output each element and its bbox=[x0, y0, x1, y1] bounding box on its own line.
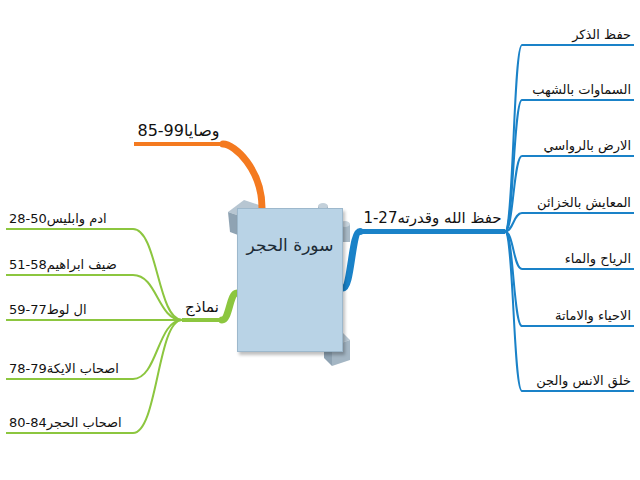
sub-branch bbox=[133, 320, 182, 433]
label-text: الاحياء والاماتة bbox=[525, 308, 631, 323]
sub-branch bbox=[133, 275, 182, 320]
branch-label: 1-27حفظ الله وقدرته bbox=[360, 209, 505, 234]
topic-label: حفظ الذكر bbox=[522, 27, 634, 46]
topic-label: الرياح والماء bbox=[522, 251, 634, 270]
label-text: 51-58ضيف ابراهيم bbox=[9, 257, 130, 272]
sub-branch bbox=[505, 100, 522, 232]
topic-label: 78-79اصحاب الايكة bbox=[6, 361, 133, 380]
topic-label: الاحياء والاماتة bbox=[522, 308, 634, 327]
sub-branch bbox=[133, 320, 182, 379]
label-text: الارض بالرواسي bbox=[525, 138, 631, 153]
label-text: حفظ الذكر bbox=[525, 27, 631, 42]
label-text: 85-99وصايا bbox=[137, 121, 220, 140]
topic-label: 28-50ادم وابليس bbox=[6, 211, 133, 230]
topic-label: السماوات بالشهب bbox=[522, 82, 634, 101]
label-text: الرياح والماء bbox=[525, 251, 631, 266]
branch-label: 85-99وصايا bbox=[134, 121, 223, 146]
branch-label: نماذج bbox=[182, 298, 222, 322]
sub-branch bbox=[505, 45, 522, 232]
central-topic: سورة الحجر bbox=[237, 208, 343, 352]
sub-branch bbox=[505, 213, 522, 232]
main-branch bbox=[223, 144, 262, 208]
topic-label: 80-84اصحاب الحجر bbox=[6, 415, 133, 434]
sub-branch bbox=[505, 156, 522, 232]
sub-branch bbox=[133, 229, 182, 320]
label-text: نماذج bbox=[185, 298, 219, 316]
label-text: 80-84اصحاب الحجر bbox=[9, 415, 130, 430]
main-branch bbox=[343, 232, 360, 289]
topic-label: الارض بالرواسي bbox=[522, 138, 634, 157]
label-text: المعايش بالخزائن bbox=[525, 195, 631, 210]
label-text: 78-79اصحاب الايكة bbox=[9, 361, 130, 376]
label-text: 1-27حفظ الله وقدرته bbox=[363, 209, 502, 227]
main-branch bbox=[222, 293, 237, 320]
sub-branch bbox=[505, 232, 522, 392]
title-text: سورة الحجر bbox=[238, 235, 342, 255]
topic-label: خلق الانس والجن bbox=[522, 373, 634, 392]
sub-branch bbox=[133, 319, 182, 321]
label-text: خلق الانس والجن bbox=[525, 373, 631, 388]
label-text: السماوات بالشهب bbox=[525, 82, 631, 97]
topic-label: المعايش بالخزائن bbox=[522, 195, 634, 214]
topic-label: 51-58ضيف ابراهيم bbox=[6, 257, 133, 276]
label-text: 59-77ال لوط bbox=[9, 302, 130, 317]
label-text: 28-50ادم وابليس bbox=[9, 211, 130, 226]
topic-label: 59-77ال لوط bbox=[6, 302, 133, 321]
